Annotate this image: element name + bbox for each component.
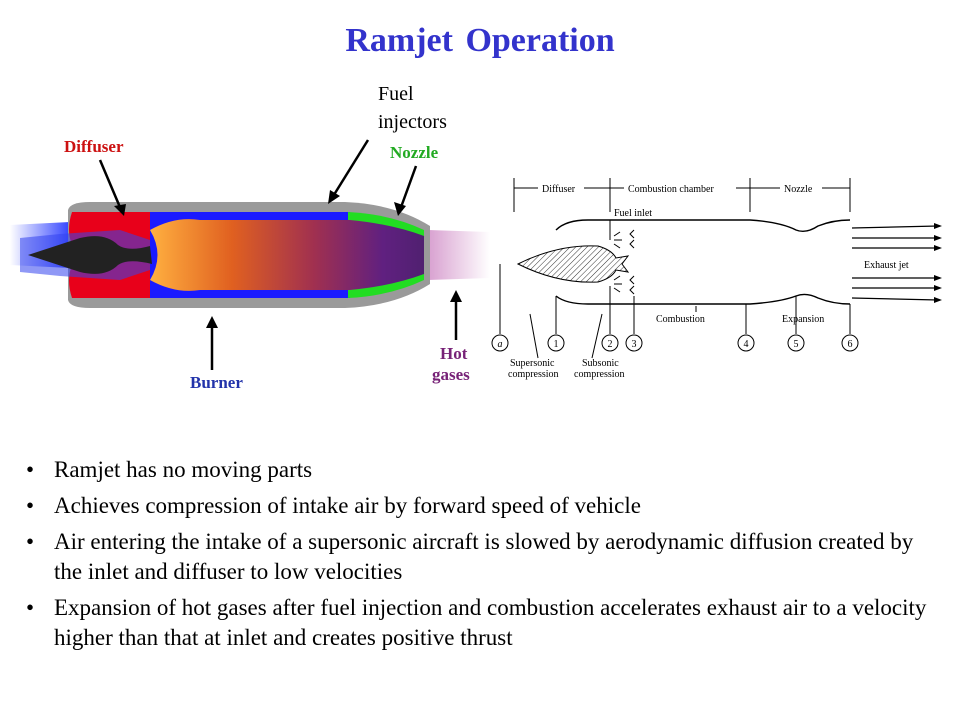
center-spike xyxy=(28,236,152,274)
hot-gases-label-line2: gases xyxy=(432,365,470,384)
nozzle-arrow xyxy=(398,165,418,211)
subsonic-label-line1: Subsonic xyxy=(582,358,619,369)
subsonic-pointer xyxy=(591,313,603,359)
fuel-injectors-label: Fuel injectors xyxy=(378,80,447,136)
nozzle-arrowhead xyxy=(394,202,406,216)
bullet-item: • Achieves compression of intake air by f… xyxy=(26,491,946,521)
bullet-text: Air entering the intake of a supersonic … xyxy=(54,529,914,584)
fuel-injector-lower xyxy=(609,275,635,304)
ramjet-color-diagram: Diffuser Nozzle Burner Hot gases xyxy=(10,137,490,392)
fuel-injectors-arrow xyxy=(330,139,370,199)
fuel-injectors-label-line1: Fuel xyxy=(378,83,414,105)
exhaust-jet-label: Exhaust jet xyxy=(864,260,909,271)
bullet-dot: • xyxy=(26,493,35,518)
burner-arrowhead xyxy=(206,316,218,328)
bullet-dot: • xyxy=(26,529,35,554)
station-3: 3 xyxy=(632,339,637,350)
bullet-text: Achieves compression of intake air by fo… xyxy=(54,493,641,518)
ramjet-schematic-diagram: Diffuser Combustion chamber Nozzle Fuel … xyxy=(491,178,942,380)
exhaust-arrows xyxy=(851,225,939,301)
page-title: Ramjet Operation xyxy=(345,22,615,59)
station-markers xyxy=(491,334,859,352)
bullet-item: • Air entering the intake of a supersonic… xyxy=(26,527,946,587)
duct-upper-wall xyxy=(555,219,851,233)
station-6: 6 xyxy=(848,339,853,350)
station-lines xyxy=(499,264,851,334)
section-label-combustion-chamber: Combustion chamber xyxy=(628,184,714,195)
fuel-injectors-label-line2: injectors xyxy=(378,111,447,133)
diffuser-label: Diffuser xyxy=(64,137,124,156)
station-4: 4 xyxy=(744,339,749,350)
section-label-nozzle: Nozzle xyxy=(784,184,813,195)
bullet-dot: • xyxy=(26,595,35,620)
station-a: a xyxy=(498,339,503,350)
exhaust-arrowheads xyxy=(934,223,942,303)
duct-lower-wall xyxy=(555,293,851,305)
supersonic-label-line2: compression xyxy=(508,369,559,380)
hot-gases-arrowhead xyxy=(450,290,462,302)
hot-gases-label-line1: Hot xyxy=(440,344,468,363)
subsonic-label-line2: compression xyxy=(574,369,625,380)
expansion-label: Expansion xyxy=(782,314,824,325)
fuel-injector-upper xyxy=(609,220,635,249)
bullet-list: • Ramjet has no moving parts • Achieves co… xyxy=(26,455,946,659)
diffuser-arrowhead xyxy=(114,204,126,216)
supersonic-pointer xyxy=(529,313,539,359)
station-5: 5 xyxy=(794,339,799,350)
section-label-diffuser: Diffuser xyxy=(542,184,576,195)
diffuser-arrow xyxy=(98,159,124,213)
combustion-flame xyxy=(150,219,424,291)
bullet-item: • Ramjet has no moving parts xyxy=(26,455,946,485)
station-1: 1 xyxy=(554,339,559,350)
burner-label: Burner xyxy=(190,373,243,392)
combustion-label: Combustion xyxy=(656,314,705,325)
nozzle-label: Nozzle xyxy=(390,143,439,162)
bullet-item: • Expansion of hot gases after fuel injec… xyxy=(26,593,946,653)
center-body xyxy=(516,245,630,283)
fuel-injectors-arrowhead xyxy=(328,190,340,204)
bullet-text: Expansion of hot gases after fuel inject… xyxy=(54,595,927,650)
bullet-text: Ramjet has no moving parts xyxy=(54,457,313,482)
supersonic-label-line1: Supersonic xyxy=(510,358,555,369)
exhaust-stream xyxy=(428,230,490,280)
bullet-dot: • xyxy=(26,457,35,482)
station-2: 2 xyxy=(608,339,613,350)
fuel-inlet-label: Fuel inlet xyxy=(614,208,652,219)
